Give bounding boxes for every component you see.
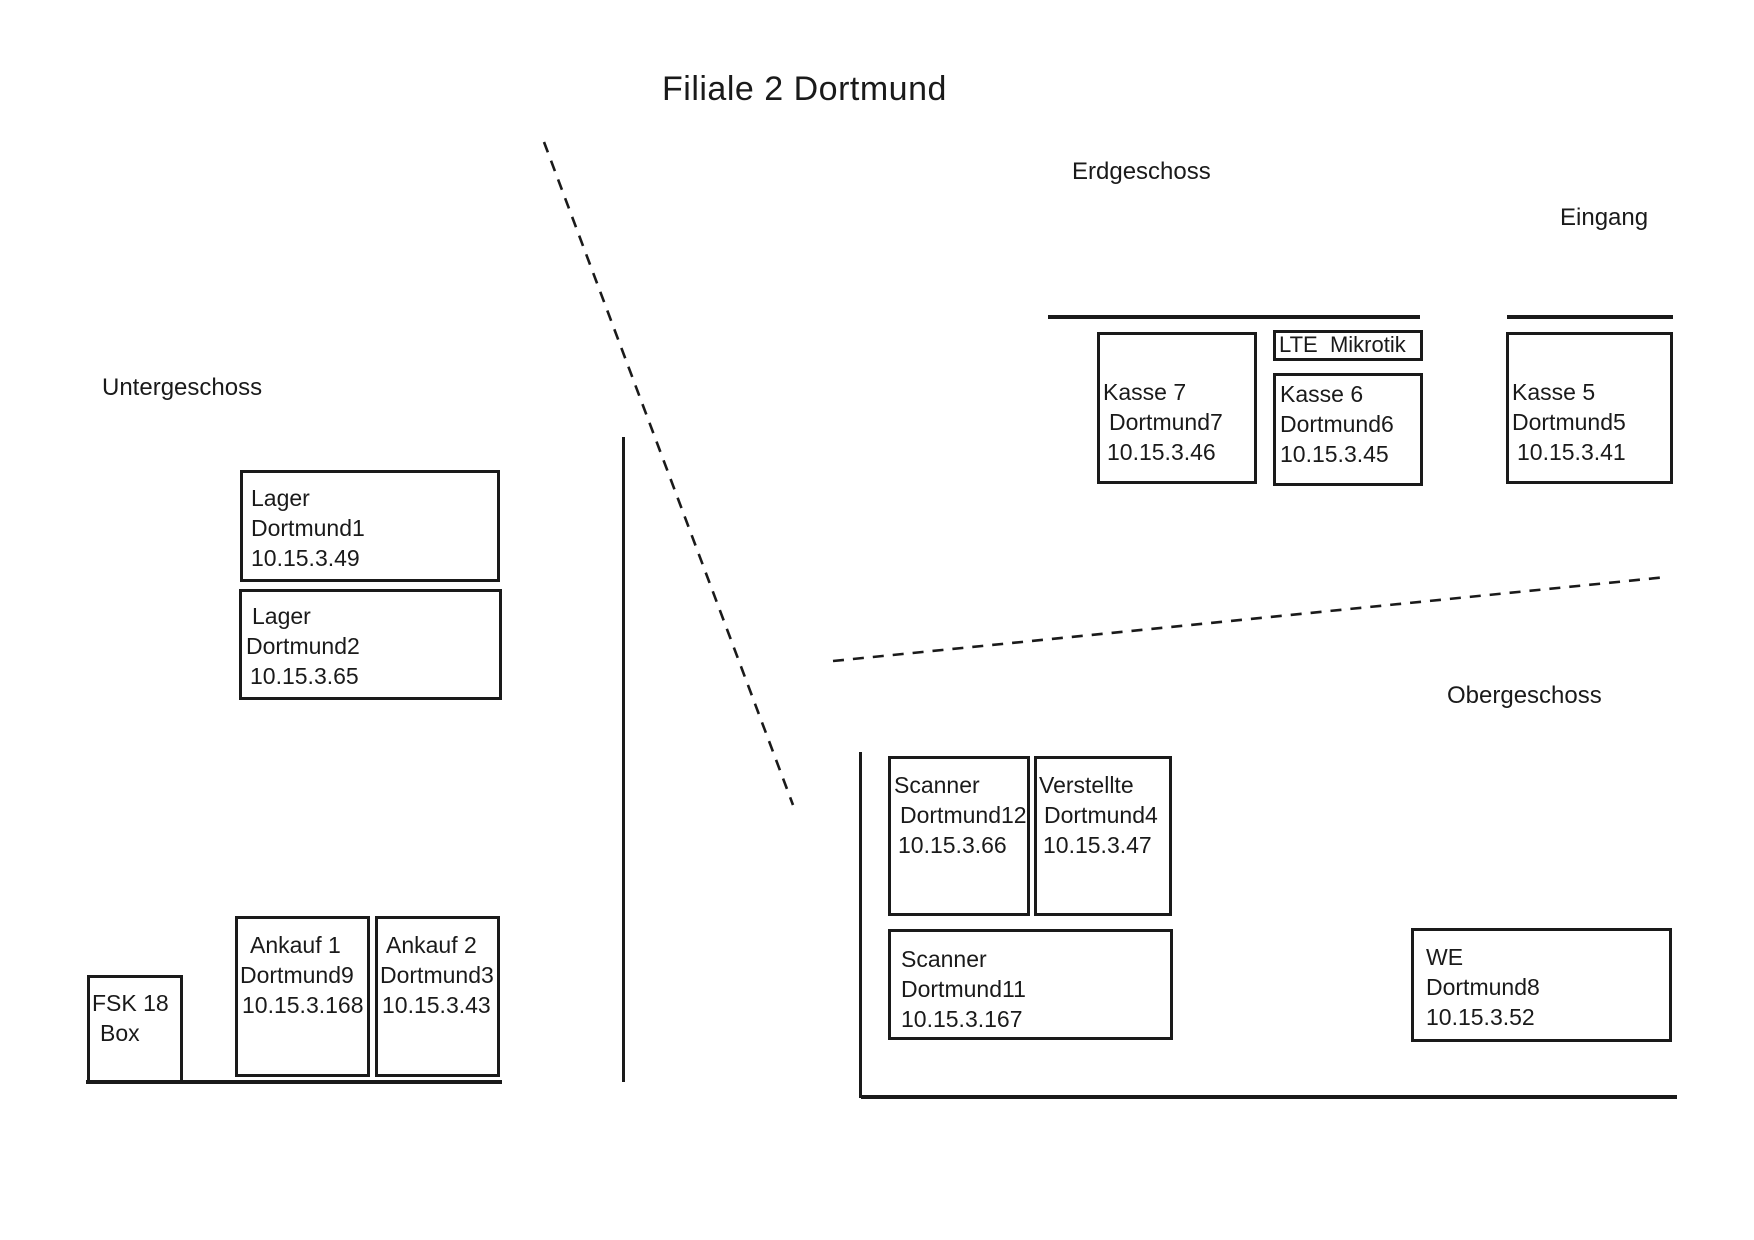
device-hostname: Dortmund8 [1426, 974, 1540, 1000]
device-ip: 10.15.3.45 [1280, 441, 1389, 467]
label-untergeschoss: Untergeschoss [102, 374, 263, 401]
device-label: Ankauf 2 [386, 932, 477, 958]
device-label: Scanner [894, 772, 980, 798]
device-hostname: Dortmund3 [380, 962, 494, 988]
device-box-lager1: Lager Dortmund1 10.15.3.49 [240, 470, 500, 582]
device-label: Kasse 5 [1512, 379, 1596, 405]
device-hostname: Box [100, 1020, 140, 1046]
wall-bottom-untergeschoss [86, 1080, 502, 1084]
device-box-fsk18: FSK 18 Box [87, 975, 183, 1083]
device-box-ankauf2: Ankauf 2 Dortmund3 10.15.3.43 [375, 916, 500, 1077]
device-ip: 10.15.3.52 [1426, 1004, 1535, 1030]
device-ip: 10.15.3.46 [1107, 439, 1216, 465]
device-box-we: WE Dortmund8 10.15.3.52 [1411, 928, 1672, 1042]
divider-dashed-obergeschoss [832, 575, 1668, 663]
device-hostname: Dortmund12 [900, 802, 1027, 828]
device-hostname: Dortmund5 [1512, 409, 1626, 435]
device-box-kasse6: Kasse 6 Dortmund6 10.15.3.45 [1273, 373, 1423, 486]
device-hostname: Dortmund4 [1044, 802, 1158, 828]
wall-bottom-obergeschoss [861, 1095, 1677, 1099]
device-ip: 10.15.3.168 [242, 992, 364, 1018]
device-ip: 10.15.3.41 [1517, 439, 1626, 465]
wall-vertical-right [859, 752, 862, 1098]
wall-top-kasse5 [1507, 315, 1673, 319]
device-label: FSK 18 [92, 990, 169, 1016]
wall-vertical-left [622, 437, 625, 1082]
label-erdgeschoss: Erdgeschoss [1072, 158, 1211, 185]
device-label: Kasse 6 [1280, 381, 1364, 407]
device-label: Verstellte [1039, 772, 1134, 798]
page-title: Filiale 2 Dortmund [662, 70, 947, 108]
device-label: Kasse 7 [1103, 379, 1187, 405]
device-ip: 10.15.3.43 [382, 992, 491, 1018]
divider-dashed-steep [542, 141, 795, 806]
device-box-kasse7: Kasse 7 Dortmund7 10.15.3.46 [1097, 332, 1257, 484]
device-hostname: Dortmund9 [240, 962, 354, 988]
device-ip: 10.15.3.65 [250, 663, 359, 689]
device-label: LTE Mikrotik [1279, 332, 1406, 357]
label-eingang: Eingang [1560, 204, 1649, 231]
device-hostname: Dortmund6 [1280, 411, 1394, 437]
device-ip: 10.15.3.47 [1043, 832, 1152, 858]
device-label: Lager [252, 603, 311, 629]
device-hostname: Dortmund1 [251, 515, 365, 541]
device-box-scanner11: Scanner Dortmund11 10.15.3.167 [888, 929, 1173, 1040]
device-label: Lager [251, 485, 310, 511]
device-label: Ankauf 1 [250, 932, 341, 958]
label-obergeschoss: Obergeschoss [1447, 682, 1602, 709]
device-label: WE [1426, 944, 1464, 970]
device-ip: 10.15.3.167 [901, 1006, 1023, 1032]
device-ip: 10.15.3.66 [898, 832, 1007, 858]
device-ip: 10.15.3.49 [251, 545, 360, 571]
device-box-kasse5: Kasse 5 Dortmund5 10.15.3.41 [1506, 332, 1673, 484]
device-hostname: Dortmund2 [246, 633, 360, 659]
device-label: Scanner [901, 946, 987, 972]
device-box-scanner12: Scanner Dortmund12 10.15.3.66 [888, 756, 1030, 916]
device-box-verstellte: Verstellte Dortmund4 10.15.3.47 [1034, 756, 1172, 916]
device-box-ankauf1: Ankauf 1 Dortmund9 10.15.3.168 [235, 916, 370, 1077]
device-hostname: Dortmund11 [901, 976, 1026, 1002]
wall-top-kasse76 [1048, 315, 1420, 319]
device-hostname: Dortmund7 [1109, 409, 1223, 435]
device-box-lte-mikrotik: LTE Mikrotik [1273, 330, 1423, 361]
device-box-lager2: Lager Dortmund2 10.15.3.65 [239, 589, 502, 700]
